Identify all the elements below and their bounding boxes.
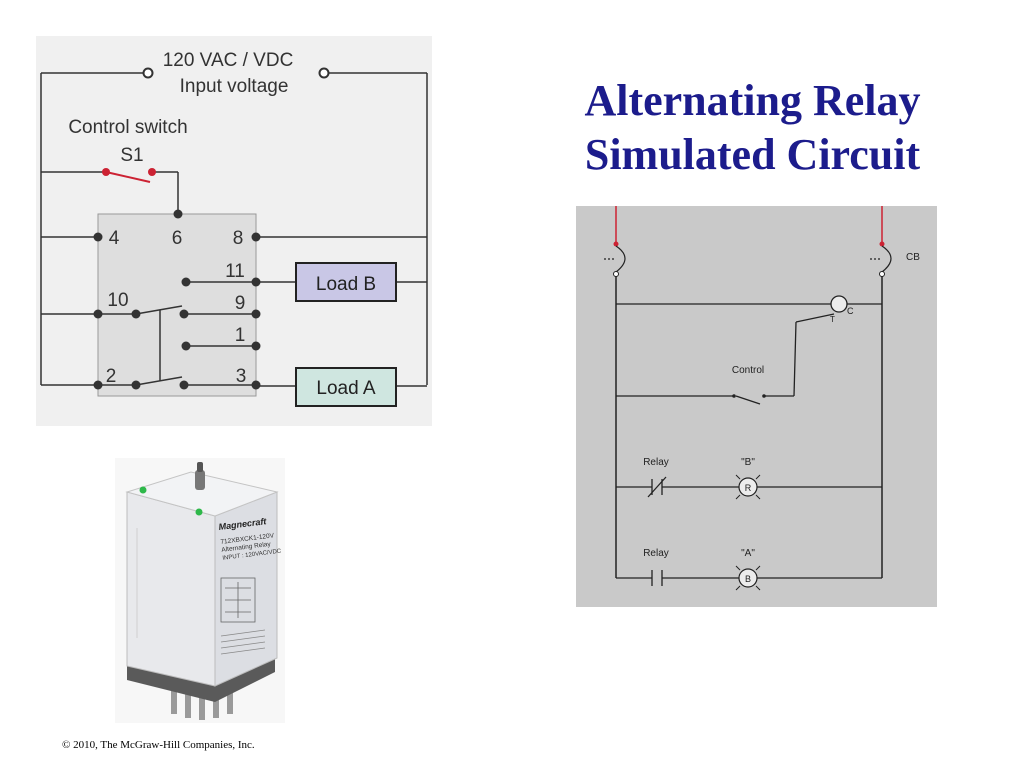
control-switch-label: Control switch [68, 117, 187, 138]
relay-face-schematic [220, 577, 256, 623]
pin-label-1: 1 [235, 325, 246, 346]
ladder-background [576, 206, 937, 607]
pin-label-4: 4 [109, 228, 120, 249]
right-supply-terminal [879, 241, 885, 247]
alternating-relay-photo: Magnecraft 712XBXCK1-120V Alternating Re… [115, 458, 285, 723]
control-switch-s1 [102, 168, 156, 183]
pin-label-3: 3 [236, 366, 247, 387]
breaker-right-terminal [879, 271, 885, 277]
rung-3 [616, 476, 882, 498]
lamp-a: B [735, 565, 761, 591]
rung-4-relay-label: Relay [643, 548, 669, 559]
pin-label-11: 11 [225, 261, 245, 282]
timer-terminal-label: T [830, 315, 835, 324]
circuit-breaker-right [870, 245, 892, 273]
relay-face-fine-print [220, 629, 266, 655]
left-supply-terminal [613, 241, 619, 247]
supply-terminal-right [318, 67, 330, 79]
circuit-breaker-left [604, 245, 626, 273]
load-b-box: Load B [295, 262, 397, 302]
relay-knob [195, 470, 205, 490]
relay-internal-wiring [98, 281, 256, 386]
relay-body [97, 213, 257, 397]
ladder-diagram: CB C T Control Relay "B" R [576, 206, 937, 607]
load-a-label: Load A [316, 378, 375, 399]
switch-id-label: S1 [120, 145, 143, 166]
input-voltage-label: Input voltage [180, 76, 289, 97]
relay-knob-top [197, 462, 203, 472]
pin-label-2: 2 [106, 366, 117, 387]
load-a-box: Load A [295, 367, 397, 407]
pin-label-8: 8 [233, 228, 244, 249]
timer-label: C [847, 306, 854, 316]
led-green-2 [195, 508, 203, 516]
breaker-left-terminal [613, 271, 619, 277]
relay-base [127, 656, 275, 702]
title-line-1: Alternating Relay [584, 76, 921, 125]
control-label: Control [732, 365, 764, 376]
supply-voltage-label: 120 VAC / VDC [163, 50, 294, 71]
rung-4 [616, 570, 882, 586]
rung-2-control [616, 321, 797, 405]
lamp-b-letter: R [745, 483, 752, 493]
pin-label-9: 9 [235, 293, 246, 314]
relay-pin-dots [93, 209, 261, 390]
led-green-1 [139, 486, 147, 494]
control-contact-left [732, 394, 736, 398]
relay-top-face [125, 471, 279, 517]
relay-wiring-diagram: 120 VAC / VDC Input voltage Control swit… [36, 36, 432, 426]
copyright-footer: © 2010, The McGraw-Hill Companies, Inc. [62, 739, 255, 751]
rung-3-lamp-label: "B" [741, 457, 755, 468]
lamp-a-letter: B [745, 574, 751, 584]
timer-coil [830, 295, 848, 313]
control-contact-right [762, 394, 766, 398]
pin-label-10: 10 [107, 290, 128, 311]
relay-body-left-face [126, 491, 216, 687]
load-b-label: Load B [316, 274, 376, 295]
title-line-2: Simulated Circuit [584, 130, 921, 179]
outer-wires [40, 72, 428, 387]
supply-terminal-left [142, 67, 154, 79]
rung-4-lamp-label: "A" [741, 548, 755, 559]
lamp-b: R [735, 474, 761, 500]
pin-label-6: 6 [172, 228, 183, 249]
rung-1-timer [616, 303, 882, 323]
breaker-label: CB [906, 252, 920, 263]
relay-base-pins [171, 688, 233, 720]
rung-3-relay-label: Relay [643, 457, 669, 468]
slide-title: Alternating Relay Simulated Circuit [560, 74, 945, 182]
